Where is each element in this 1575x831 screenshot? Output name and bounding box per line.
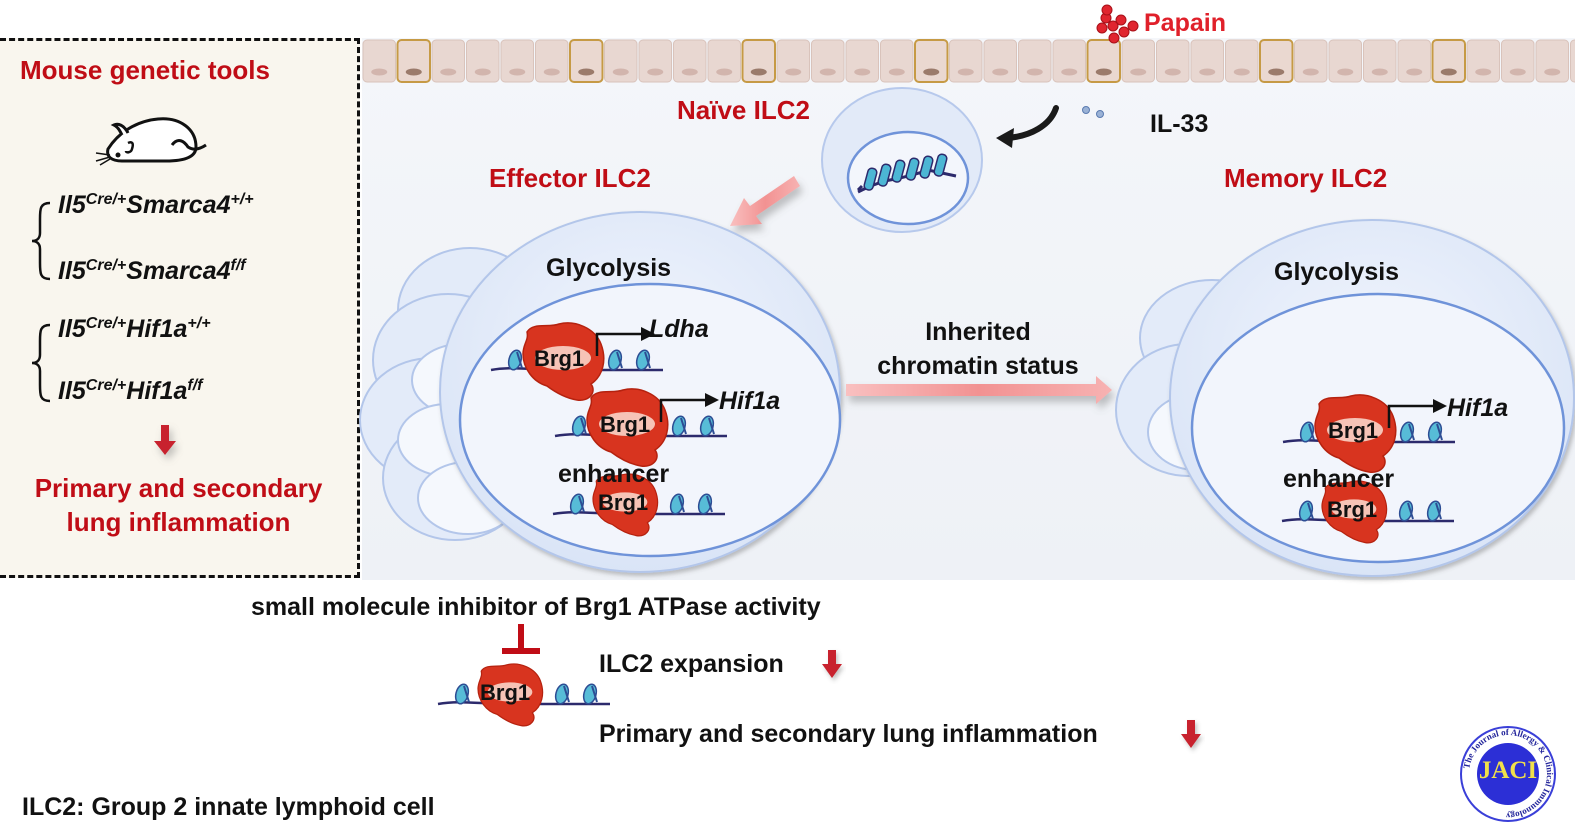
gene-hif1a-effector-label: Hif1a	[719, 387, 781, 415]
brg1-protein-icon	[477, 663, 544, 727]
outcome-line-1: Primary and secondary	[34, 473, 323, 503]
footnote-abbreviation: ILC2: Group 2 innate lymphoid cell	[22, 793, 435, 821]
brace-icon	[31, 201, 51, 281]
epithelial-cell	[535, 39, 569, 83]
outcome-line-2: lung inflammation	[66, 507, 291, 537]
brg1-chromatin-unit	[490, 322, 663, 401]
brg1-protein-icon	[592, 473, 659, 537]
epithelial-cell	[1190, 39, 1224, 83]
effector-enhancer-label: enhancer	[558, 460, 670, 488]
differentiation-arrow	[730, 176, 800, 226]
epithelial-cell	[396, 39, 431, 83]
naive-ilc2-cell	[821, 87, 983, 233]
epithelial-cell	[811, 39, 845, 83]
brg1-protein-icon	[1321, 480, 1388, 544]
epithelial-cell	[638, 39, 672, 83]
down-arrow-icon	[154, 425, 176, 455]
brg1-label: Brg1	[598, 490, 649, 515]
mouse-icon	[95, 117, 207, 166]
epithelial-cell	[983, 39, 1017, 83]
brg1-label: Brg1	[600, 412, 651, 437]
logo-text: JACI	[1478, 757, 1538, 784]
down-arrow-icon	[1181, 720, 1201, 748]
epithelial-cell	[707, 39, 741, 83]
epithelial-cell	[1535, 39, 1569, 83]
epithelial-cell	[949, 39, 983, 83]
chromatin-coil-icon	[856, 153, 957, 194]
genotype-hif1a-wt: Il5Cre/+Hif1a+/+	[58, 315, 211, 343]
epithelial-cell	[1086, 39, 1121, 83]
brg1-chromatin-units	[437, 322, 1455, 727]
papain-icon	[1096, 4, 1139, 44]
brg1-protein-icon	[586, 388, 669, 467]
inherited-arrow	[846, 376, 1112, 404]
il33-label: IL-33	[1150, 110, 1209, 138]
jaci-logo: The Journal of Allergy & Clinical Immuno…	[1460, 726, 1556, 822]
epithelial-cell	[1294, 39, 1328, 83]
effector-glycolysis-label: Glycolysis	[546, 254, 672, 282]
epithelial-cell	[1259, 39, 1294, 83]
mouse-genetic-tools-panel: Mouse genetic tools Il5Cre/+Smarca4+/+ I…	[0, 38, 360, 578]
epithelial-cell	[1225, 39, 1259, 83]
epithelial-cell	[741, 39, 776, 83]
gene-ldha-label: Ldha	[649, 315, 709, 343]
brg1-label: Brg1	[534, 346, 585, 371]
epithelial-cell	[1501, 39, 1535, 83]
epithelial-cell	[466, 39, 500, 83]
effector-ilc2-label: Effector ILC2	[489, 163, 651, 193]
epithelial-cell	[1570, 39, 1575, 83]
inhibition-bar-icon	[502, 624, 540, 654]
epithelial-cell	[569, 39, 604, 83]
memory-glycolysis-label: Glycolysis	[1274, 258, 1400, 286]
brg1-chromatin-unit	[1282, 394, 1455, 473]
genotype-smarca4-wt: Il5Cre/+Smarca4+/+	[58, 191, 254, 219]
effect-lung-inflammation: Primary and secondary lung inflammation	[599, 720, 1098, 748]
genotype-hif1a-flox: Il5Cre/+Hif1af/f	[58, 377, 203, 405]
inherited-label-line-1: Inherited	[925, 318, 1031, 346]
brace-icon	[31, 323, 51, 403]
inhibitor-label: small molecule inhibitor of Brg1 ATPase …	[251, 593, 821, 621]
brg1-protein-icon	[522, 322, 605, 401]
epithelial-cell	[673, 39, 707, 83]
memory-ilc2-label: Memory ILC2	[1224, 163, 1388, 193]
curved-arrow-icon	[996, 105, 1059, 148]
epithelial-cell	[1431, 39, 1466, 83]
effect-ilc2-expansion: ILC2 expansion	[599, 650, 784, 678]
brg1-chromatin-unit	[437, 663, 610, 727]
epithelial-cell	[776, 39, 810, 83]
epithelial-cell	[1121, 39, 1155, 83]
brg1-chromatin-unit	[552, 473, 725, 537]
epithelial-cell	[1466, 39, 1500, 83]
epithelium-layer	[362, 39, 1575, 83]
epithelial-cell	[880, 39, 914, 83]
gene-hif1a-memory-label: Hif1a	[1447, 394, 1509, 422]
epithelial-cell	[914, 39, 949, 83]
epithelial-cell	[1156, 39, 1190, 83]
brg1-protein-icon	[1314, 394, 1397, 473]
brg1-label: Brg1	[1327, 497, 1378, 522]
epithelial-cell	[431, 39, 465, 83]
il33-icon	[1082, 106, 1104, 118]
epithelial-cell	[1328, 39, 1362, 83]
brg1-label: Brg1	[480, 680, 531, 705]
epithelial-cell	[845, 39, 879, 83]
brg1-label: Brg1	[1328, 418, 1379, 443]
epithelial-cell	[1363, 39, 1397, 83]
epithelial-cell	[604, 39, 638, 83]
inherited-label-line-2: chromatin status	[877, 352, 1079, 380]
epithelial-cell	[362, 39, 396, 83]
naive-ilc2-label: Naïve ILC2	[677, 95, 810, 125]
papain-label: Papain	[1144, 9, 1226, 37]
epithelial-cell	[1052, 39, 1086, 83]
genotype-smarca4-flox: Il5Cre/+Smarca4f/f	[58, 257, 246, 285]
epithelial-cell	[1397, 39, 1431, 83]
brg1-chromatin-unit	[554, 388, 727, 467]
brg1-chromatin-unit	[1281, 480, 1454, 544]
panel-title: Mouse genetic tools	[20, 55, 270, 85]
down-arrow-icon	[822, 650, 842, 678]
memory-enhancer-label: enhancer	[1283, 465, 1395, 493]
epithelial-cell	[500, 39, 534, 83]
epithelial-cell	[1018, 39, 1052, 83]
